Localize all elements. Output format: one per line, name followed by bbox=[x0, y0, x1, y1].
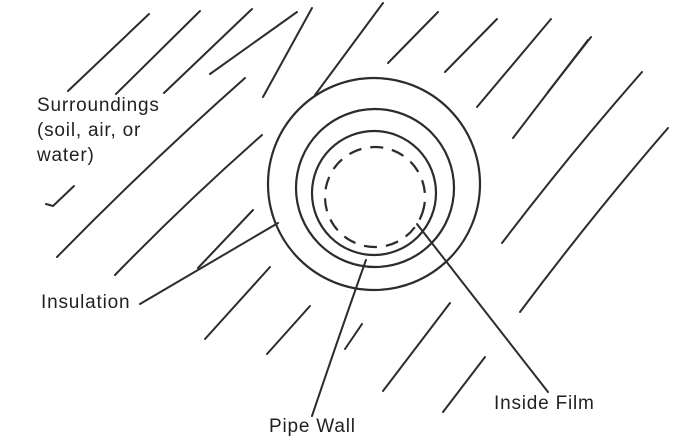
hatch-line bbox=[382, 302, 451, 392]
hatch-line bbox=[344, 323, 363, 350]
pipe-wall-inner-ring bbox=[310, 129, 438, 257]
insulation-inner-ring bbox=[294, 107, 456, 269]
hatch-line bbox=[442, 356, 486, 413]
insulation-label: Insulation bbox=[41, 292, 131, 313]
inside-film-label: Inside Film bbox=[494, 393, 595, 414]
hatch-line bbox=[209, 11, 298, 75]
surroundings-label: Surroundings (soil, air, or water) bbox=[37, 95, 160, 166]
insulation-outer-ring bbox=[266, 76, 482, 292]
hatch-line bbox=[476, 18, 552, 108]
inside-film-dashed-ring bbox=[323, 145, 427, 249]
hatch-line bbox=[547, 36, 592, 93]
hatch-tick bbox=[45, 185, 75, 208]
hatch-line bbox=[115, 10, 201, 95]
inside-film-leader-line bbox=[416, 223, 549, 393]
pipe-wall-leader-line bbox=[311, 259, 367, 417]
pipe-wall-label: Pipe Wall bbox=[269, 416, 356, 437]
hatch-line bbox=[262, 7, 313, 98]
leader-lines bbox=[139, 222, 549, 417]
hatch-line bbox=[204, 266, 271, 340]
hatch-line bbox=[197, 209, 254, 269]
hatch-line bbox=[163, 8, 253, 94]
hatch-line bbox=[56, 77, 246, 258]
hatch-line bbox=[387, 11, 439, 64]
hatch-line bbox=[266, 305, 311, 355]
insulation-leader-line bbox=[139, 222, 279, 305]
pipe-rings bbox=[266, 76, 482, 292]
surroundings-hatch-lines bbox=[45, 2, 669, 413]
hatch-line bbox=[314, 2, 384, 96]
hatch-line bbox=[444, 18, 498, 73]
hatch-line bbox=[114, 134, 263, 276]
hatch-line bbox=[501, 71, 643, 244]
hatch-line bbox=[519, 127, 669, 313]
hatch-line bbox=[67, 13, 150, 92]
